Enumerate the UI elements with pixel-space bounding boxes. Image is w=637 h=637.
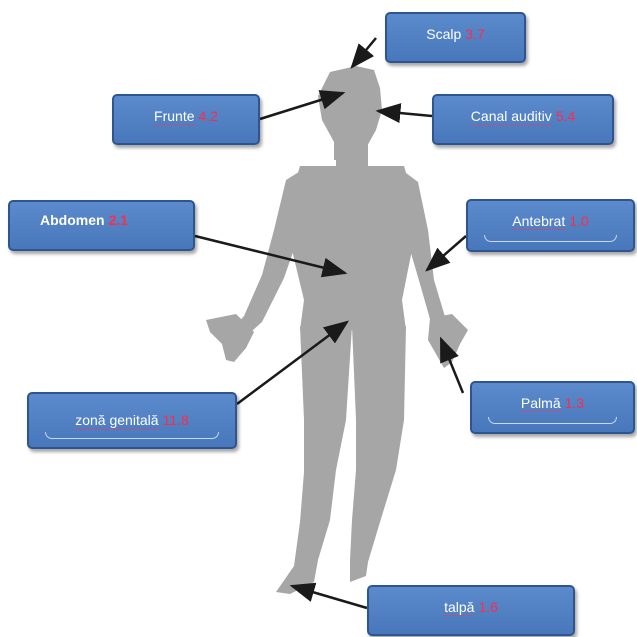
arrow-talpa — [292, 586, 367, 608]
label-zona-genitala: zonă genitală 11.8 — [27, 392, 237, 449]
label-frunte-value: 4.2 — [199, 108, 218, 124]
label-scalp-value: 3.7 — [465, 26, 484, 42]
label-antebrat-underline — [484, 235, 617, 242]
arrow-antebrat — [427, 236, 466, 270]
label-antebrat-value: 1.0 — [569, 213, 588, 229]
label-talpa-name: talpă — [444, 599, 474, 616]
label-genital-value: 11.8 — [163, 412, 189, 428]
arrow-scalp — [352, 38, 376, 67]
label-scalp-name: Scalp — [426, 26, 461, 42]
label-genital-name: zonă genitală — [75, 412, 158, 429]
label-frunte-name: Frunte — [154, 108, 194, 125]
label-frunte: Frunte 4.2 — [112, 94, 260, 145]
arrow-canal — [378, 111, 432, 116]
label-palma-value: 1.3 — [565, 395, 584, 411]
label-canal-name: Canal auditiv — [471, 108, 552, 125]
label-palma-underline — [488, 417, 617, 424]
label-abdomen-name: Abdomen — [40, 212, 105, 228]
label-abdomen-value: 2.1 — [109, 212, 128, 228]
label-talpa-value: 1.6 — [478, 599, 497, 615]
label-palma-name: Palmă — [521, 395, 561, 412]
label-antebrat-name: Antebrat — [512, 213, 565, 230]
label-canal-value: 5.4 — [556, 108, 575, 124]
label-genital-underline — [45, 432, 219, 439]
